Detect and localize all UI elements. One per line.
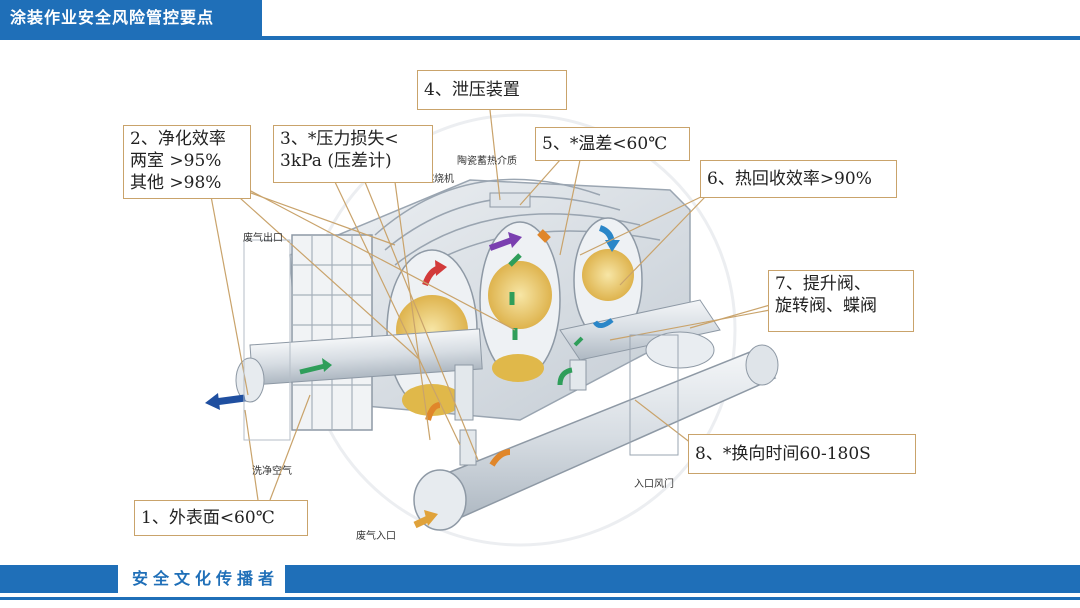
tag-exhaust-outlet: 废气出口 [243,229,283,244]
footer-bar-left [0,565,118,593]
tag-inlet-damper: 入口风门 [634,475,674,490]
callout-purification-efficiency: 2、净化效率 两室 >95% 其他 >98% [123,125,251,199]
callout-surface-temperature: 1、外表面<60℃ [134,500,308,536]
callout-pressure-relief: 4、泄压装置 [417,70,567,110]
callout-valves: 7、提升阀、 旋转阀、蝶阀 [768,270,914,332]
outlet-frame [244,240,290,440]
tag-ceramic-media: 陶瓷蓄热介质 [457,152,517,167]
callout-heat-recovery: 6、热回收效率>90% [700,160,897,198]
footer-divider [0,597,1080,600]
callout-pressure-loss: 3、*压力损失< 3kPa (压差计) [273,125,433,183]
footer-bar-right [285,565,1080,593]
footer-title: 安全文化传播者 [132,565,279,593]
tag-exhaust-inlet: 废气入口 [356,527,396,542]
tag-clean-air: 洗净空气 [252,462,292,477]
callout-switching-time: 8、*换向时间60-180S [688,434,916,474]
callout-temperature-difference: 5、*温差<60℃ [535,127,690,161]
